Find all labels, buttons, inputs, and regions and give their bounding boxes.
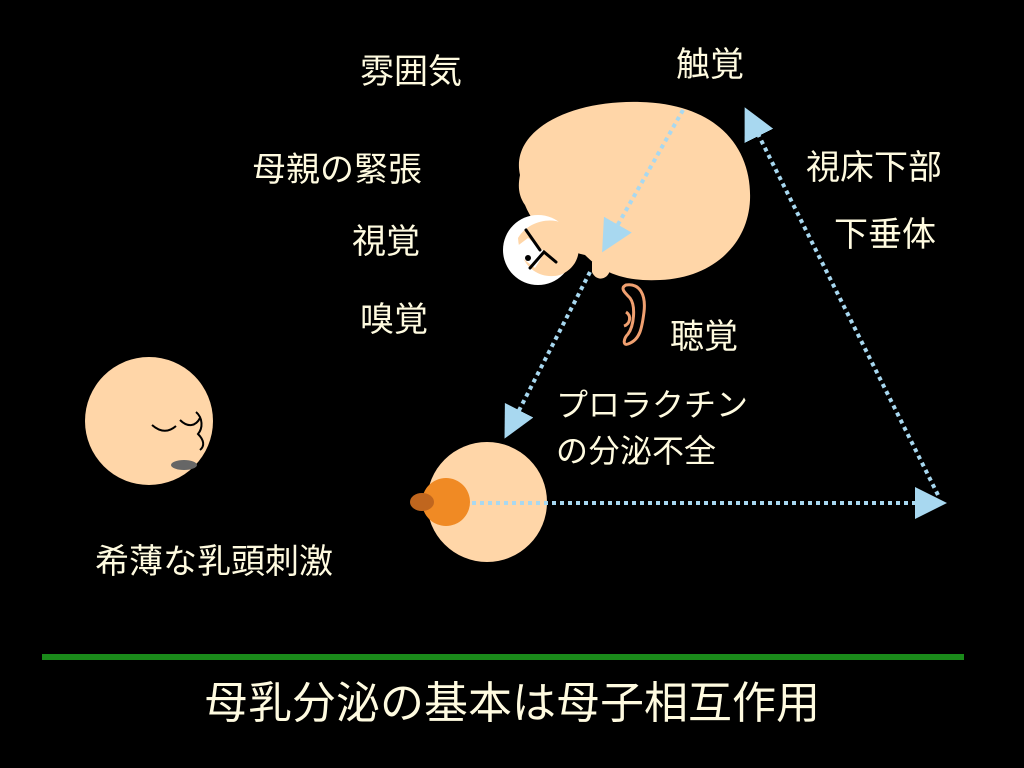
label-atmosphere: 雰囲気 bbox=[360, 52, 462, 92]
ear-icon bbox=[621, 283, 646, 346]
label-pituitary: 下垂体 bbox=[834, 215, 936, 255]
label-prolactin-line1: プロラクチン bbox=[556, 386, 749, 424]
label-vision: 視覚 bbox=[352, 222, 420, 262]
label-mother-tension: 母親の緊張 bbox=[252, 150, 422, 190]
brain-icon bbox=[518, 101, 751, 281]
arrow-right-to-top bbox=[744, 107, 940, 496]
footer-title: 母乳分泌の基本は母子相互作用 bbox=[204, 678, 820, 729]
label-prolactin-line2: の分泌不全 bbox=[556, 432, 717, 470]
eye-icon bbox=[503, 215, 579, 285]
arrow-touch-to-brain bbox=[602, 109, 685, 253]
baby-face-icon bbox=[85, 357, 213, 485]
label-weak-nipple-stimulus: 希薄な乳頭刺激 bbox=[95, 542, 333, 582]
arrows bbox=[472, 107, 947, 519]
label-smell: 嗅覚 bbox=[360, 300, 428, 340]
label-touch: 触覚 bbox=[676, 45, 744, 85]
label-hearing: 聴覚 bbox=[670, 317, 738, 357]
arrow-brain-to-breast bbox=[504, 271, 592, 439]
label-hypothalamus: 視床下部 bbox=[806, 148, 942, 188]
breast-icon bbox=[410, 442, 547, 562]
